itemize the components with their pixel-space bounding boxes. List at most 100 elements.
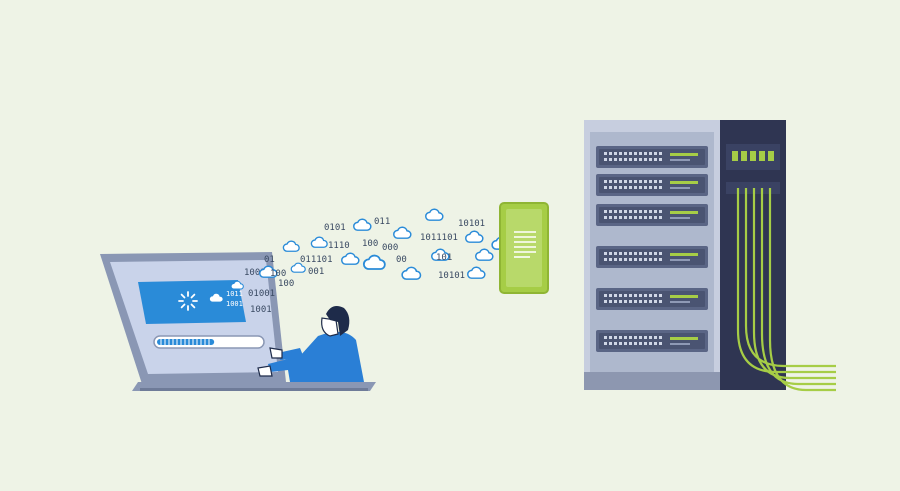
vent-dot [634, 342, 637, 345]
status-led [670, 295, 698, 298]
vent-dot [659, 300, 662, 303]
vent-dot [614, 294, 617, 297]
server-unit [596, 330, 708, 352]
vent-dot [614, 336, 617, 339]
vent-dot [644, 342, 647, 345]
vent-dot [614, 252, 617, 255]
server-unit-face [599, 291, 705, 307]
vent-dot [644, 252, 647, 255]
vent-dot [654, 252, 657, 255]
cloud-icon [425, 208, 444, 221]
vent-dot [624, 300, 627, 303]
vent-dot [639, 152, 642, 155]
server-rack-floor [584, 372, 720, 390]
server-unit-face [599, 249, 705, 265]
person-hair [326, 306, 350, 336]
vent-dot [604, 180, 607, 183]
vent-dot [639, 342, 642, 345]
status-bar [670, 343, 690, 345]
binary-label: 10101 [438, 271, 465, 281]
vent-dot [639, 300, 642, 303]
vent-dot [629, 258, 632, 261]
vent-dot [619, 216, 622, 219]
vent-dot [649, 300, 652, 303]
vent-dot [634, 300, 637, 303]
binary-label: 1001 [244, 268, 266, 278]
vent-dot [619, 342, 622, 345]
vent-dot [644, 158, 647, 161]
vent-dot [624, 158, 627, 161]
vent-dot [654, 300, 657, 303]
binary-label: 100 [278, 279, 294, 289]
vent-dot [609, 252, 612, 255]
binary-label: 01001 [248, 289, 275, 299]
vent-dot [624, 258, 627, 261]
vent-dot [609, 216, 612, 219]
vent-dot [619, 336, 622, 339]
cloud-icon [341, 252, 360, 265]
vent-dot [614, 158, 617, 161]
vent-dot [644, 152, 647, 155]
vent-dot [624, 210, 627, 213]
vent-dot [644, 300, 647, 303]
indicator-light [741, 151, 747, 161]
vent-dot [659, 342, 662, 345]
screen-binary: 1011 1001 1001 01001 1001 [226, 268, 275, 315]
vent-dot [649, 342, 652, 345]
vent-dot [604, 252, 607, 255]
status-bar [670, 187, 690, 189]
vent-dot [659, 152, 662, 155]
vent-dot [639, 258, 642, 261]
person-arm [280, 348, 304, 360]
vent-dot [614, 186, 617, 189]
progress-stripes [160, 339, 210, 345]
vent-dot [619, 210, 622, 213]
vent-dot [629, 186, 632, 189]
binary-label: 001 [308, 267, 324, 277]
vent-dot [644, 336, 647, 339]
vent-dot [609, 342, 612, 345]
server-rack [584, 120, 836, 392]
status-led [670, 153, 698, 156]
vent-dot [629, 252, 632, 255]
vent-dot [609, 336, 612, 339]
vent-dot [629, 180, 632, 183]
server-unit [596, 174, 708, 196]
binary-label: 000 [382, 243, 398, 253]
vent-dot [634, 252, 637, 255]
vent-dot [609, 158, 612, 161]
vent-dot [654, 158, 657, 161]
server-units [596, 146, 708, 352]
vent-dot [649, 158, 652, 161]
indicator-light [768, 151, 774, 161]
vent-dot [634, 294, 637, 297]
cloud-icon [401, 266, 422, 280]
vent-dot [604, 336, 607, 339]
vent-dot [644, 258, 647, 261]
vent-dot [619, 180, 622, 183]
vent-dot [659, 210, 662, 213]
vent-dot [649, 252, 652, 255]
vent-dot [609, 180, 612, 183]
progress-fill [157, 339, 215, 345]
upload-progress-bar [153, 335, 265, 349]
vent-dot [624, 336, 627, 339]
vent-dot [604, 342, 607, 345]
cloud-icon [353, 218, 372, 231]
vent-dot [639, 294, 642, 297]
server-unit [596, 204, 708, 226]
vent-dot [629, 158, 632, 161]
binary-label: 011 [374, 217, 390, 227]
data-stream: 0101 011 10101 1110 100 000 1011101 00 1… [259, 208, 512, 289]
status-bar [670, 301, 690, 303]
vent-dot [644, 216, 647, 219]
vent-dot [614, 258, 617, 261]
vent-dot [609, 152, 612, 155]
vent-dot [619, 158, 622, 161]
vent-dot [634, 180, 637, 183]
vent-dot [609, 258, 612, 261]
cloud-icon [310, 236, 328, 248]
vent-dot [639, 158, 642, 161]
vent-dot [619, 252, 622, 255]
